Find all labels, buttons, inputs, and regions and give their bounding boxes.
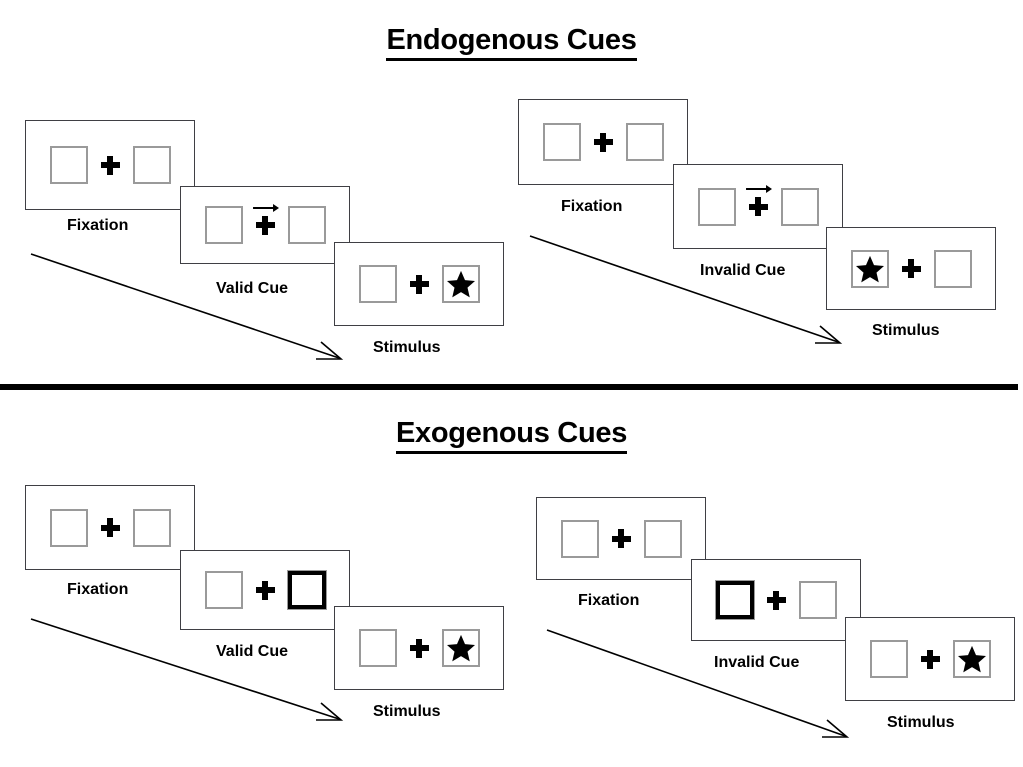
placeholder-box-left xyxy=(542,123,581,161)
caption-exogenous-valid-cue: Valid Cue xyxy=(216,643,289,660)
section-divider xyxy=(0,384,1018,390)
trial-frame-exogenous-valid-stimulus xyxy=(334,606,504,690)
trial-frame-endogenous-valid-cue xyxy=(180,186,350,264)
target-box-left xyxy=(850,249,889,288)
caption-endogenous-invalid-stimulus: Stimulus xyxy=(872,322,940,339)
exogenous-cue-box-left xyxy=(714,580,755,620)
target-box-right xyxy=(441,265,480,303)
placeholder-box-right xyxy=(643,519,682,558)
fixation-cross-icon xyxy=(100,518,120,537)
star-icon xyxy=(855,255,884,282)
star-icon xyxy=(446,634,475,662)
placeholder-box-left xyxy=(358,265,397,303)
fixation-cross-icon xyxy=(255,215,275,235)
placeholder-box-right xyxy=(625,123,664,161)
trial-frame-exogenous-valid-fixation xyxy=(25,485,195,570)
caption-exogenous-invalid-stimulus: Stimulus xyxy=(887,714,955,731)
fixation-cross-icon xyxy=(409,638,429,658)
placeholder-box-right xyxy=(287,206,326,244)
trial-frame-endogenous-invalid-stimulus xyxy=(826,227,996,310)
trial-frame-exogenous-invalid-cue xyxy=(691,559,861,641)
caption-exogenous-invalid-fixation: Fixation xyxy=(578,592,640,609)
time-flow-arrow-endogenous-valid xyxy=(30,253,344,360)
time-flow-arrow-exogenous-invalid xyxy=(546,629,850,738)
placeholder-box-left xyxy=(204,571,243,609)
caption-endogenous-valid-fixation: Fixation xyxy=(67,217,129,234)
placeholder-box-left xyxy=(49,508,88,547)
exogenous-cue-box-right xyxy=(286,570,327,610)
fixation-cross-icon xyxy=(766,590,786,610)
fixation-cross-icon xyxy=(100,155,120,175)
fixation-cross-icon xyxy=(920,649,940,669)
section-title-exogenous-text: Exogenous Cues xyxy=(395,417,627,454)
placeholder-box-right xyxy=(798,581,837,619)
placeholder-box-left xyxy=(560,519,599,558)
star-icon xyxy=(957,645,986,673)
section-title-exogenous: Exogenous Cues xyxy=(0,417,1023,454)
trial-frame-endogenous-valid-stimulus xyxy=(334,242,504,326)
caption-exogenous-invalid-cue: Invalid Cue xyxy=(714,654,800,671)
placeholder-box-right xyxy=(780,187,819,226)
caption-exogenous-valid-fixation: Fixation xyxy=(67,581,129,598)
target-box-right xyxy=(441,629,480,667)
fixation-cross-icon xyxy=(901,259,921,278)
fixation-cross-icon xyxy=(611,529,631,548)
placeholder-box-left xyxy=(358,629,397,667)
caption-endogenous-valid-cue: Valid Cue xyxy=(216,280,289,297)
endogenous-cue-group xyxy=(746,185,773,216)
placeholder-box-right xyxy=(132,146,171,184)
star-icon xyxy=(446,270,475,298)
placeholder-box-left xyxy=(697,187,736,226)
trial-frame-exogenous-invalid-stimulus xyxy=(845,617,1015,701)
trial-frame-exogenous-valid-cue xyxy=(180,550,350,630)
section-title-endogenous: Endogenous Cues xyxy=(0,24,1023,61)
fixation-cross-icon xyxy=(409,274,429,294)
placeholder-box-right xyxy=(933,249,972,288)
trial-frame-exogenous-invalid-fixation xyxy=(536,497,706,580)
endogenous-cue-group xyxy=(253,203,280,235)
caption-endogenous-invalid-fixation: Fixation xyxy=(561,198,623,215)
fixation-cross-icon xyxy=(748,197,768,216)
placeholder-box-right xyxy=(132,508,171,547)
caption-endogenous-valid-stimulus: Stimulus xyxy=(373,339,441,356)
right-arrow-icon xyxy=(746,185,773,193)
time-flow-arrow-exogenous-valid xyxy=(30,618,344,721)
placeholder-box-left xyxy=(204,206,243,244)
section-title-endogenous-text: Endogenous Cues xyxy=(386,24,637,61)
fixation-cross-icon xyxy=(255,580,275,600)
trial-frame-endogenous-invalid-fixation xyxy=(518,99,688,185)
trial-frame-endogenous-valid-fixation xyxy=(25,120,195,210)
placeholder-box-left xyxy=(49,146,88,184)
target-box-right xyxy=(952,640,991,678)
trial-frame-endogenous-invalid-cue xyxy=(673,164,843,249)
caption-exogenous-valid-stimulus: Stimulus xyxy=(373,703,441,720)
placeholder-box-left xyxy=(869,640,908,678)
fixation-cross-icon xyxy=(593,132,613,152)
right-arrow-icon xyxy=(253,203,280,212)
caption-endogenous-invalid-cue: Invalid Cue xyxy=(700,262,786,279)
